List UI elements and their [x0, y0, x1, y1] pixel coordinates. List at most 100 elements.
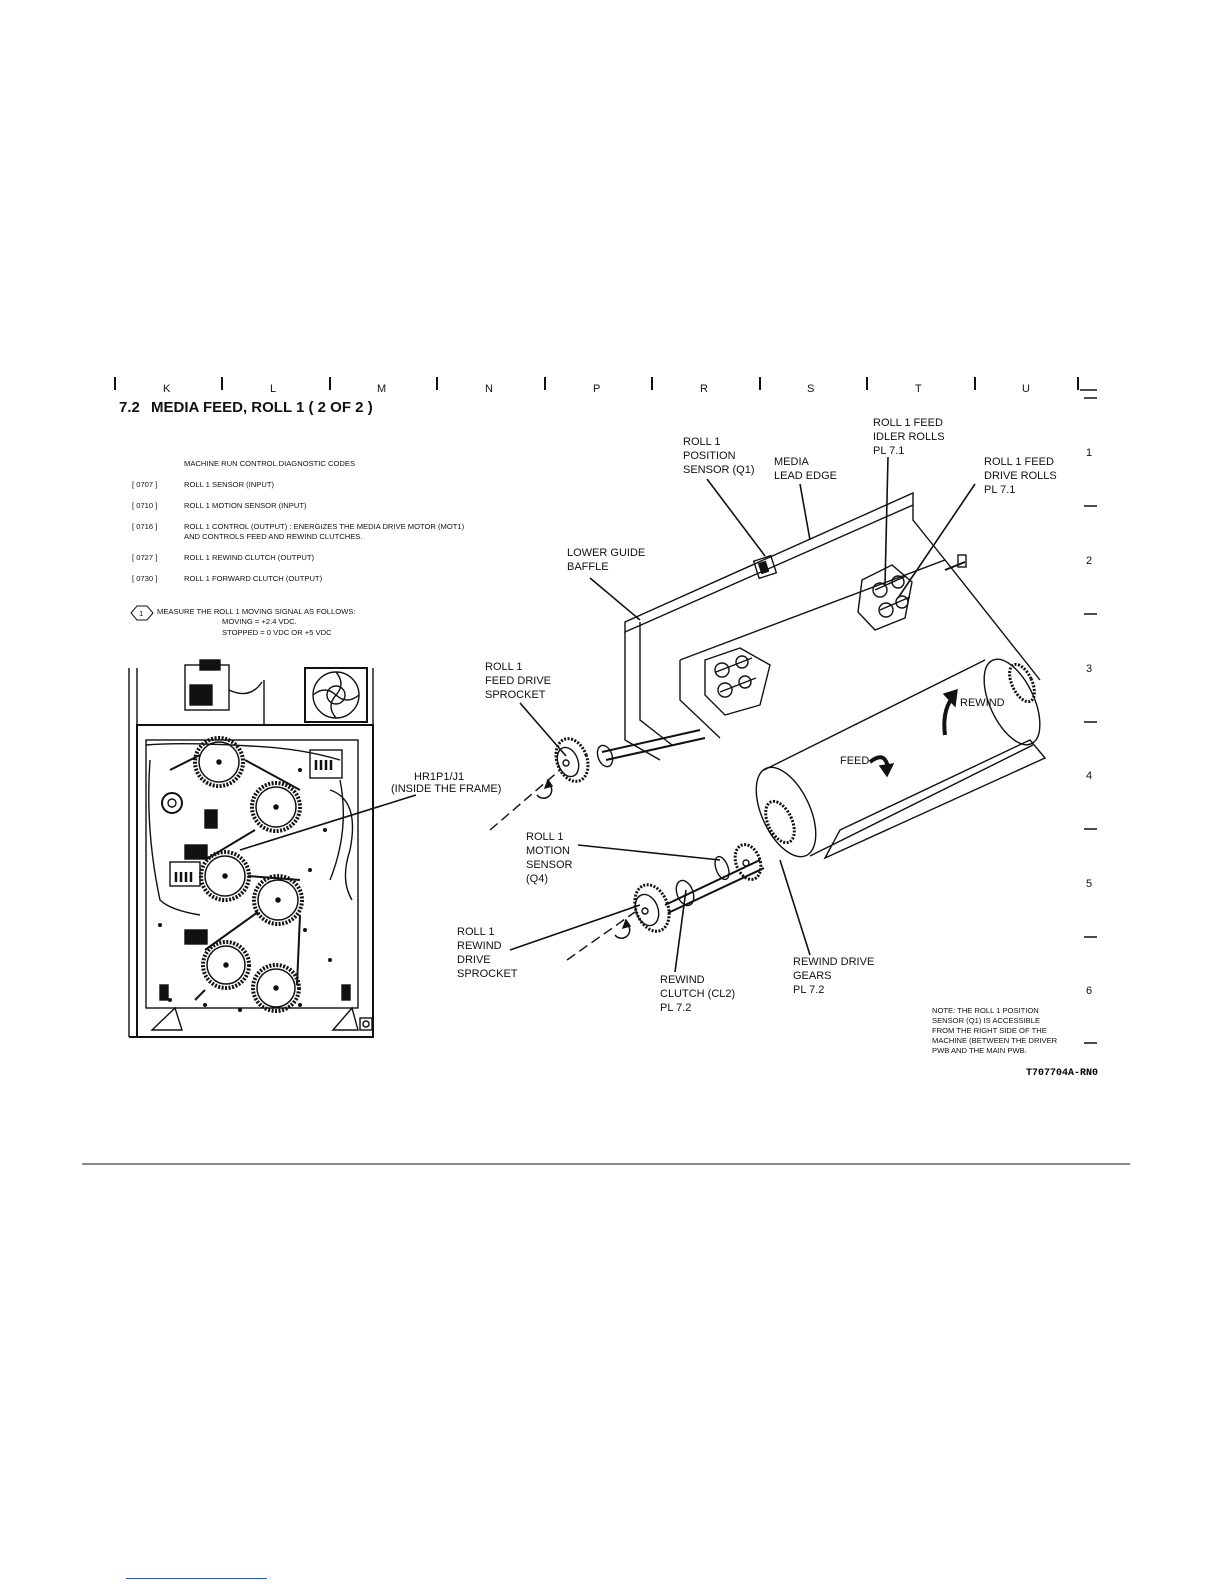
rewind-arrow	[942, 696, 954, 736]
diagnostic-code: [ 0716 ]	[132, 522, 157, 531]
zone-columns: K L M N P R S T U	[163, 383, 1030, 395]
rewind-drive-gears-label: REWIND DRIVE	[793, 956, 874, 968]
note-line: SENSOR (Q1) IS ACCESSIBLE	[932, 1016, 1040, 1025]
zone-col-label: T	[915, 383, 922, 395]
zone-col-label: S	[807, 383, 814, 395]
rewind-drive-sprocket-label: DRIVE	[457, 954, 491, 966]
note-line: MACHINE (BETWEEN THE DRIVER	[932, 1036, 1058, 1045]
feed-drive-sprocket-label: FEED DRIVE	[485, 675, 551, 687]
callouts: HR1P1/J1 (INSIDE THE FRAME) ROLL 1 POSIT…	[391, 417, 1057, 1014]
rewind-drive-gears-label: PL 7.2	[793, 984, 824, 996]
diagnostic-code: [ 0727 ]	[132, 553, 157, 562]
rewind-clutch-label: CLUTCH (CL2)	[660, 988, 735, 1000]
drive-rolls-label: PL 7.1	[984, 484, 1015, 496]
section-title: 7.2 MEDIA FEED, ROLL 1 ( 2 OF 2 )	[119, 399, 373, 416]
diagnostic-desc: ROLL 1 MOTION SENSOR (INPUT)	[184, 501, 307, 510]
footer-underline	[126, 1578, 267, 1579]
idler-rolls-label: ROLL 1 FEED	[873, 417, 943, 429]
media-roll	[983, 658, 1041, 746]
zone-col-label: P	[593, 383, 600, 395]
zone-row-label: 6	[1086, 985, 1092, 997]
rewind-drive-sprocket-label: REWIND	[457, 940, 502, 952]
motion-sensor-q4	[714, 855, 730, 881]
measure-badge-shape	[130, 605, 154, 621]
diagnostic-codes: MACHINE RUN CONTROL DIAGNOSTIC CODES [ 0…	[132, 459, 465, 583]
motion-sensor-label: ROLL 1	[526, 831, 564, 843]
diagnostic-code: [ 0707 ]	[132, 480, 157, 489]
zone-bar	[114, 377, 1097, 391]
position-sensor-label: SENSOR (Q1)	[683, 464, 755, 476]
diagnostic-desc: ROLL 1 FORWARD CLUTCH (OUTPUT)	[184, 574, 323, 583]
section-heading: MEDIA FEED, ROLL 1 ( 2 OF 2 )	[151, 399, 373, 416]
zone-rows: 1 2 3 4 5 6	[1084, 397, 1097, 1044]
zone-row-label: 5	[1086, 878, 1092, 890]
note-line: NOTE: THE ROLL 1 POSITION	[932, 1006, 1039, 1015]
lower-guide-baffle	[624, 491, 914, 634]
media-lead-edge-label: LEAD EDGE	[774, 470, 837, 482]
diagnostic-desc: ROLL 1 CONTROL (OUTPUT) : ENERGIZES THE …	[184, 522, 465, 531]
zone-row-label: 3	[1086, 663, 1092, 675]
rewind-drive-gears-label: GEARS	[793, 970, 832, 982]
section-number: 7.2	[119, 399, 140, 416]
zone-col-label: U	[1022, 383, 1030, 395]
motion-sensor-label: (Q4)	[526, 873, 548, 885]
figure-id: T707704A-RN0	[1026, 1068, 1098, 1079]
zone-col-label: L	[270, 383, 276, 395]
machine-frame-illustration	[128, 659, 374, 1038]
idler-rolls-label: IDLER ROLLS	[873, 431, 945, 443]
leader-lines	[239, 456, 976, 973]
feed-drive-sprocket-label: ROLL 1	[485, 661, 523, 673]
idler-rolls-label: PL 7.1	[873, 445, 904, 457]
drive-gears	[193, 736, 304, 1013]
rewind-drive-sprocket-label: ROLL 1	[457, 926, 495, 938]
zone-col-label: R	[700, 383, 708, 395]
lower-guide-baffle-label: LOWER GUIDE	[567, 547, 645, 559]
zone-col-label: N	[485, 383, 493, 395]
diagnostic-code: [ 0730 ]	[132, 574, 157, 583]
zone-row-label: 2	[1086, 555, 1092, 567]
position-sensor-label: ROLL 1	[683, 436, 721, 448]
measure-line: MOVING = +2.4 VDC.	[222, 617, 297, 626]
lower-guide-baffle-label: BAFFLE	[567, 561, 609, 573]
feed-direction-label: FEED	[840, 755, 869, 767]
idler-rolls	[857, 564, 913, 631]
access-note: NOTE: THE ROLL 1 POSITION SENSOR (Q1) IS…	[932, 1006, 1058, 1055]
diagnostic-desc: ROLL 1 SENSOR (INPUT)	[184, 480, 274, 489]
zone-col-label: M	[377, 383, 386, 395]
cooling-fan	[304, 667, 368, 723]
hr1p1-label: (INSIDE THE FRAME)	[391, 783, 501, 795]
measure-line: MEASURE THE ROLL 1 MOVING SIGNAL AS FOLL…	[157, 607, 355, 616]
rewind-drive-gear	[733, 843, 763, 881]
hr1p1-label: HR1P1/J1	[414, 771, 464, 783]
drive-belt	[169, 754, 301, 1001]
feed-drive-sprocket-label: SPROCKET	[485, 689, 546, 701]
note-line: PWB AND THE MAIN PWB.	[932, 1046, 1027, 1055]
diagnostic-desc-cont: AND CONTROLS FEED AND REWIND CLUTCHES.	[184, 532, 362, 541]
note-line: FROM THE RIGHT SIDE OF THE	[932, 1026, 1047, 1035]
rewind-clutch-label: REWIND	[660, 974, 705, 986]
drive-rolls-label: ROLL 1 FEED	[984, 456, 1054, 468]
position-sensor-q1	[752, 554, 778, 580]
position-sensor-label: POSITION	[683, 450, 736, 462]
motion-sensor-label: SENSOR	[526, 859, 573, 871]
frame-outline	[136, 724, 374, 1038]
zone-row-label: 1	[1086, 447, 1092, 459]
diagnostic-heading: MACHINE RUN CONTROL DIAGNOSTIC CODES	[184, 459, 355, 468]
wiring-harness	[145, 743, 354, 916]
roll-feed-assembly	[489, 491, 1047, 961]
measure-line: STOPPED = 0 VDC OR +5 VDC	[222, 628, 332, 637]
media-lead-edge-label: MEDIA	[774, 456, 810, 468]
motion-sensor-label: MOTION	[526, 845, 570, 857]
rewind-direction-label: REWIND	[960, 697, 1005, 709]
diagnostic-code: [ 0710 ]	[132, 501, 157, 510]
diagnostic-desc: ROLL 1 REWIND CLUTCH (OUTPUT)	[184, 553, 315, 562]
rewind-clutch-label: PL 7.2	[660, 1002, 691, 1014]
measure-badge-number: 1	[139, 609, 143, 618]
rewind-drive-sprocket-label: SPROCKET	[457, 968, 518, 980]
drive-rolls-label: DRIVE ROLLS	[984, 470, 1057, 482]
measure-note: 1 MEASURE THE ROLL 1 MOVING SIGNAL AS FO…	[130, 605, 355, 637]
feed-drive-sprocket	[554, 737, 590, 783]
driver-pwb	[309, 749, 343, 779]
zone-row-label: 4	[1086, 770, 1092, 782]
